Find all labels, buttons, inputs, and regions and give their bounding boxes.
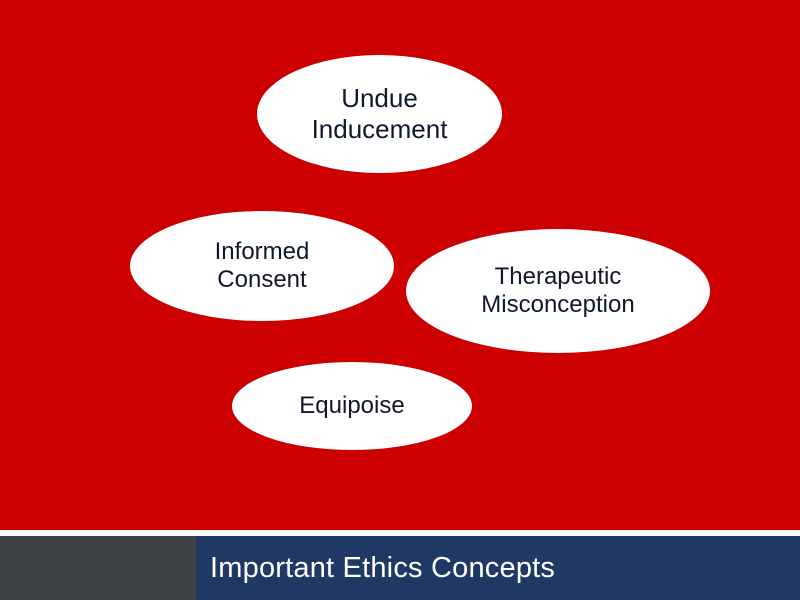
footer-left-block	[0, 536, 196, 600]
bubble-line-1: Informed	[214, 237, 310, 265]
bubble-label: Informed Consent	[195, 238, 330, 295]
bubble-line-1: Equipoise	[299, 391, 405, 419]
bubble-line-2: Inducement	[311, 114, 448, 144]
slide-title: Important Ethics Concepts	[210, 551, 556, 584]
bubble-line-1: Therapeutic	[494, 262, 622, 290]
footer-title-bar: Important Ethics Concepts	[196, 536, 800, 600]
bubble-line-2: Misconception	[481, 291, 635, 318]
bubble-equipoise[interactable]: Equipoise	[232, 362, 472, 450]
bubble-undue-inducement[interactable]: Undue Inducement	[257, 55, 502, 173]
bubble-label: Undue Inducement	[292, 83, 468, 144]
bubble-line-1: Undue	[341, 83, 418, 114]
bubble-informed-consent[interactable]: Informed Consent	[130, 211, 394, 321]
slide-footer: Important Ethics Concepts	[0, 530, 800, 600]
bubble-therapeutic-misconception[interactable]: Therapeutic Misconception	[406, 229, 710, 353]
diagram-canvas: Undue Inducement Informed Consent Therap…	[0, 0, 800, 530]
bubble-label: Equipoise	[279, 392, 424, 420]
bubble-label: Therapeutic Misconception	[461, 263, 654, 320]
bubble-line-2: Consent	[217, 266, 307, 293]
